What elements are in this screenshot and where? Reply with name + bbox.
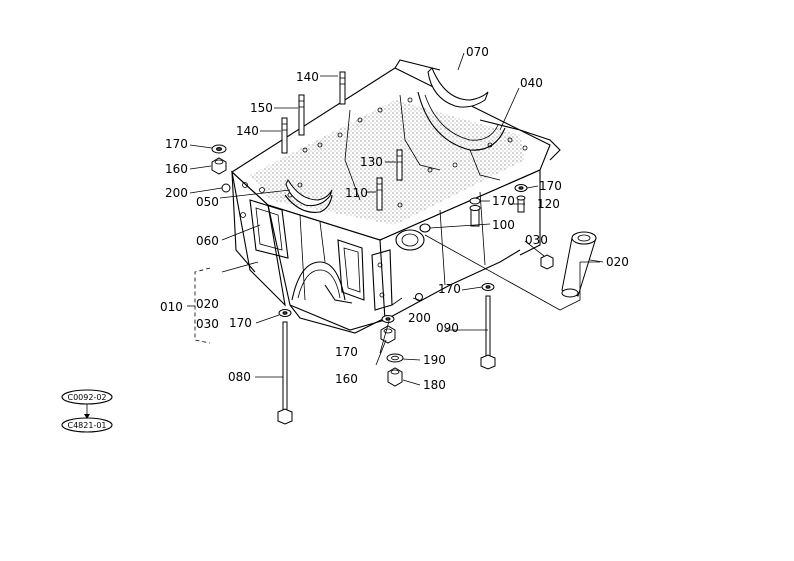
reference-codes: C0092-02 C4821-01 — [61, 389, 113, 433]
label-200-top: 200 — [165, 186, 188, 200]
label-020-group: 020 — [196, 297, 219, 311]
washer-170-right-top — [514, 184, 528, 192]
label-170-center: 170 — [335, 345, 358, 359]
washer-170-center — [381, 315, 395, 323]
bearing-cap-070 — [427, 67, 489, 108]
leader-lines — [84, 52, 604, 419]
label-030-group: 030 — [196, 317, 219, 331]
plug-030 — [540, 254, 554, 270]
label-160-center: 160 — [335, 372, 358, 386]
label-040: 040 — [520, 76, 543, 90]
bearing-cap-050 — [285, 178, 333, 207]
washer-170-top-left — [211, 144, 227, 154]
label-160-top-left: 160 — [165, 162, 188, 176]
nut-160-top-left — [211, 157, 227, 175]
bolt-090 — [480, 295, 496, 370]
callout-labels: 070 040 140 150 140 170 160 130 110 200 … — [160, 45, 629, 392]
label-140-left: 140 — [236, 124, 259, 138]
stud-130 — [396, 149, 403, 181]
label-010: 010 — [160, 300, 183, 314]
stud-110 — [376, 177, 383, 211]
washer-170-080 — [278, 309, 292, 317]
stud-140-top — [339, 71, 346, 105]
stud-140-left — [281, 117, 288, 154]
label-170-090: 170 — [438, 282, 461, 296]
washer-190 — [386, 353, 404, 363]
bolt-120 — [516, 195, 526, 213]
crankcase-body — [231, 59, 561, 334]
label-170-right-top: 170 — [539, 179, 562, 193]
label-060: 060 — [196, 234, 219, 248]
label-200-lower: 200 — [408, 311, 431, 325]
stud-150 — [298, 94, 305, 136]
label-150: 150 — [250, 101, 273, 115]
label-100: 100 — [492, 218, 515, 232]
label-140-top: 140 — [296, 70, 319, 84]
label-020-right: 020 — [606, 255, 629, 269]
label-090: 090 — [436, 321, 459, 335]
label-190: 190 — [423, 353, 446, 367]
ref-code-bottom: C4821-01 — [67, 421, 106, 430]
label-050: 050 — [196, 195, 219, 209]
label-070: 070 — [466, 45, 489, 59]
label-110: 110 — [345, 186, 368, 200]
washer-170-mid — [469, 197, 481, 205]
nut-160-center — [380, 325, 396, 344]
ref-code-top: C0092-02 — [67, 393, 106, 402]
plug-180 — [387, 367, 403, 387]
label-170-mid: 170 — [492, 194, 515, 208]
label-170-top-left: 170 — [165, 137, 188, 151]
label-030-right: 030 — [525, 233, 548, 247]
label-080: 080 — [228, 370, 251, 384]
bolt-100 — [469, 205, 481, 227]
plug-200-lower — [415, 293, 423, 301]
dipstick-tube-020 — [561, 231, 597, 298]
label-130: 130 — [360, 155, 383, 169]
plug-200-top — [221, 183, 231, 193]
label-180: 180 — [423, 378, 446, 392]
washer-170-090 — [481, 283, 495, 291]
bolt-080 — [277, 321, 293, 425]
label-120: 120 — [537, 197, 560, 211]
label-170-080: 170 — [229, 316, 252, 330]
